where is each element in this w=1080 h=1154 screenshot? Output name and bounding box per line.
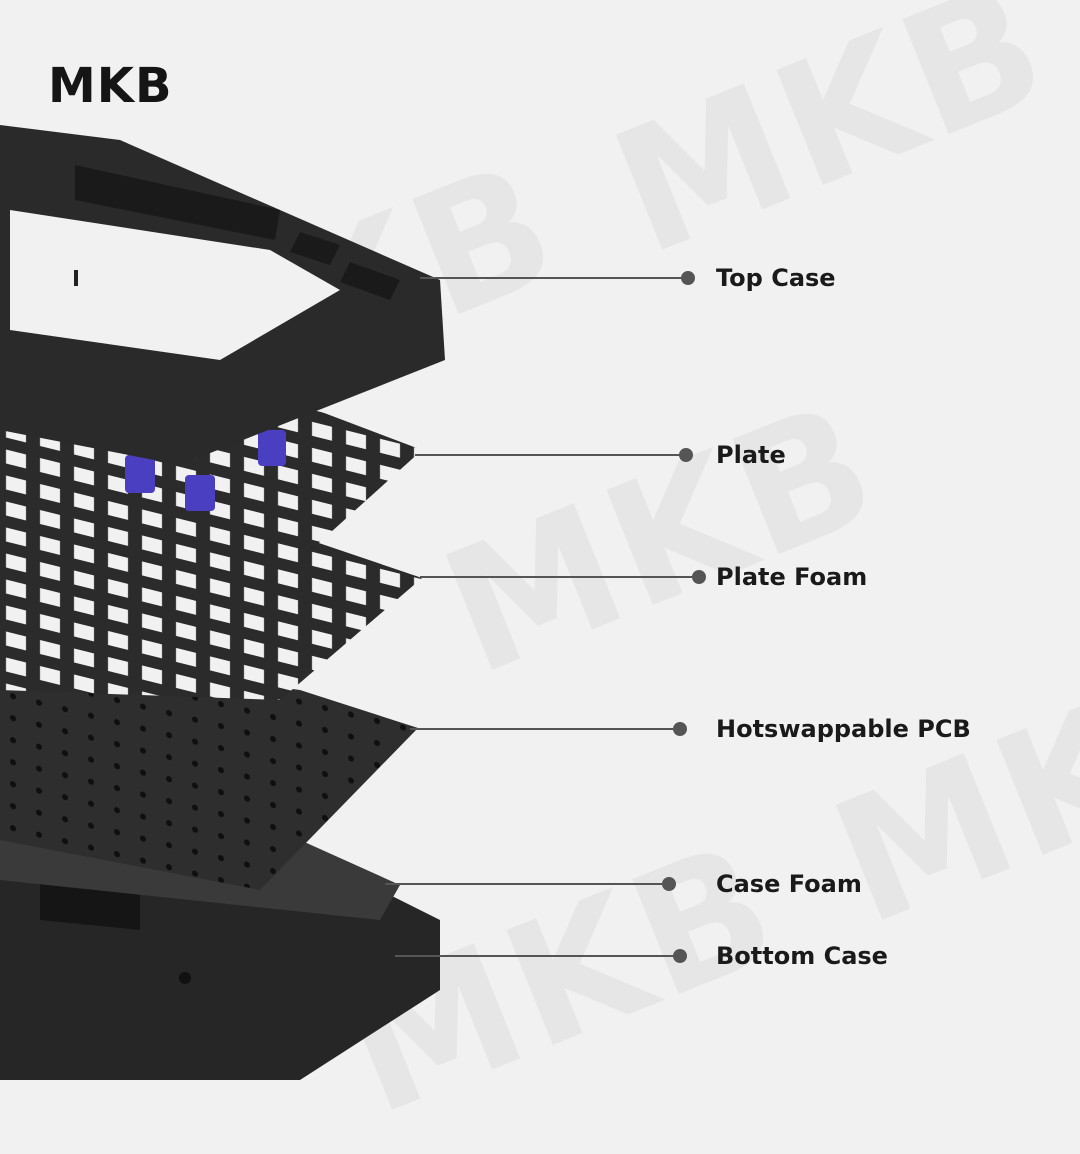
label-hotswappable-pcb: Hotswappable PCB	[716, 715, 971, 743]
pcb-layer	[0, 650, 418, 890]
label-case-foam: Case Foam	[716, 870, 862, 898]
plate-foam-layer	[0, 520, 422, 700]
label-top-case: Top Case	[716, 264, 836, 292]
label-bottom-case: Bottom Case	[716, 942, 888, 970]
label-plate: Plate	[716, 441, 786, 469]
brand-logo: MKB	[48, 58, 173, 114]
label-plate-foam: Plate Foam	[716, 563, 868, 591]
stabilizers	[125, 430, 286, 511]
exploded-keyboard-diagram	[0, 125, 706, 1080]
top-case-layer	[0, 125, 445, 465]
